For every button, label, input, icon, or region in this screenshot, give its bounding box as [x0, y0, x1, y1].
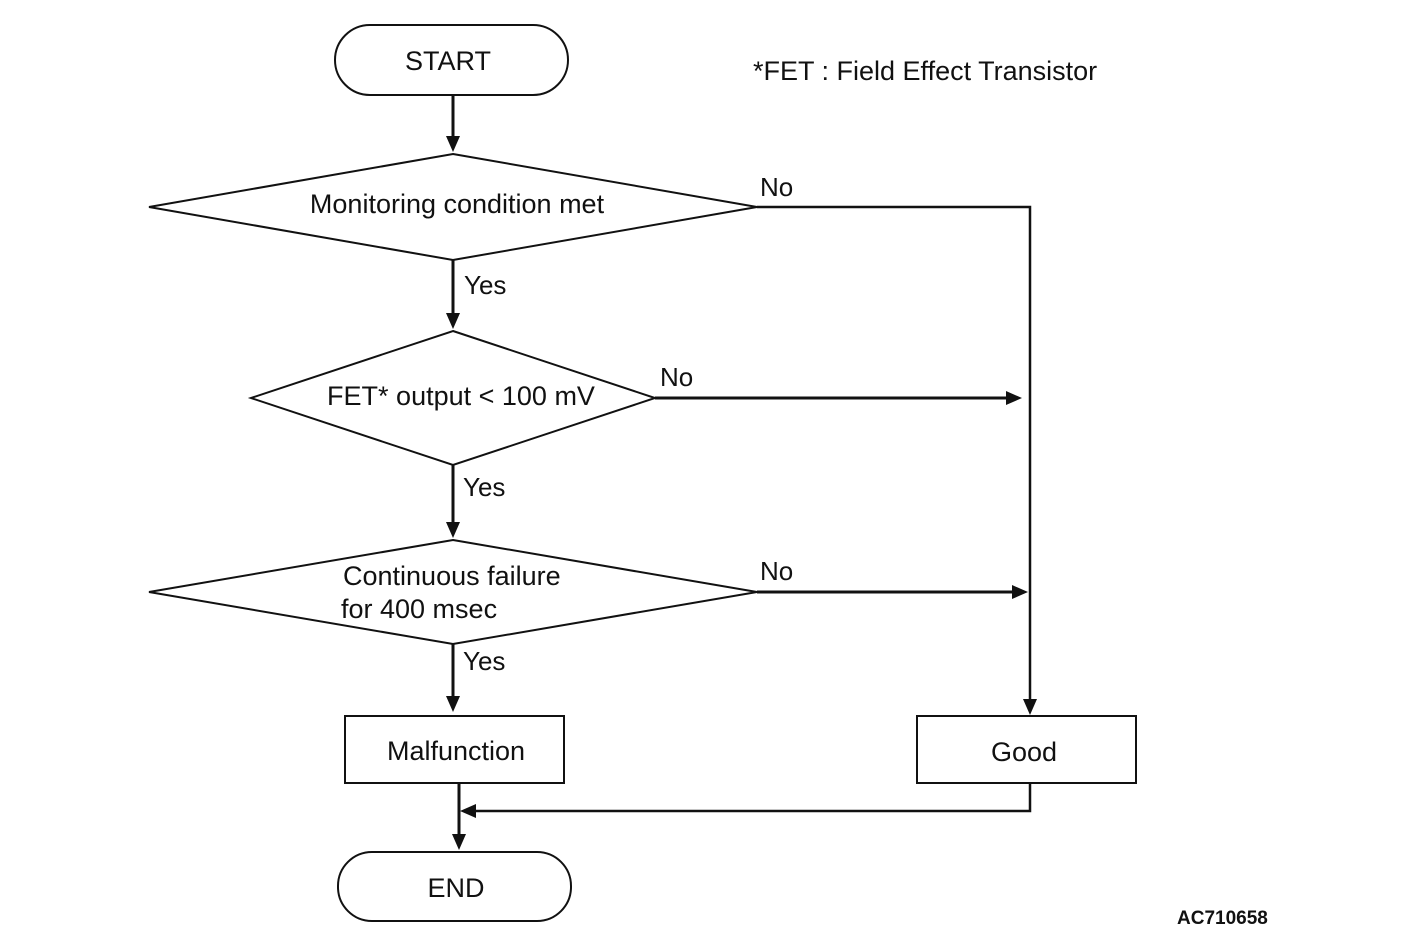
monitoring-yes-edge	[446, 260, 460, 329]
fet-yes-edge	[446, 465, 460, 538]
monitoring-no-edge	[757, 205, 1037, 715]
good-label: Good	[991, 737, 1057, 767]
fet-no-edge	[655, 391, 1022, 405]
fet-yes-label: Yes	[463, 472, 505, 502]
continuous-failure-label-line2: for 400 msec	[341, 594, 497, 624]
good-to-end-edge	[460, 783, 1032, 818]
fet-output-label: FET* output < 100 mV	[327, 381, 595, 411]
malfunction-to-end-edge	[452, 783, 466, 850]
end-label: END	[427, 873, 484, 903]
malfunction-node: Malfunction	[344, 715, 565, 784]
good-node: Good	[916, 715, 1137, 784]
monitoring-yes-label: Yes	[464, 270, 506, 300]
arrow-start-to-monitoring	[446, 95, 460, 152]
continuous-yes-label: Yes	[463, 646, 505, 676]
monitoring-condition-decision: Monitoring condition met	[148, 152, 758, 262]
continuous-failure-decision: Continuous failure for 400 msec	[148, 538, 758, 646]
fet-no-label: No	[660, 362, 693, 392]
fet-footnote: *FET : Field Effect Transistor	[753, 56, 1097, 86]
continuous-yes-edge	[446, 644, 460, 712]
continuous-no-edge	[757, 585, 1028, 599]
monitoring-no-label: No	[760, 172, 793, 202]
fet-output-decision: FET* output < 100 mV	[247, 329, 659, 467]
start-node: START	[334, 24, 569, 96]
continuous-failure-label-line1: Continuous failure	[343, 561, 561, 591]
end-node: END	[337, 851, 572, 922]
malfunction-label: Malfunction	[387, 736, 525, 766]
monitoring-condition-label: Monitoring condition met	[310, 189, 605, 219]
continuous-no-label: No	[760, 556, 793, 586]
start-label: START	[405, 46, 491, 76]
figure-code: AC710658	[1177, 908, 1268, 929]
